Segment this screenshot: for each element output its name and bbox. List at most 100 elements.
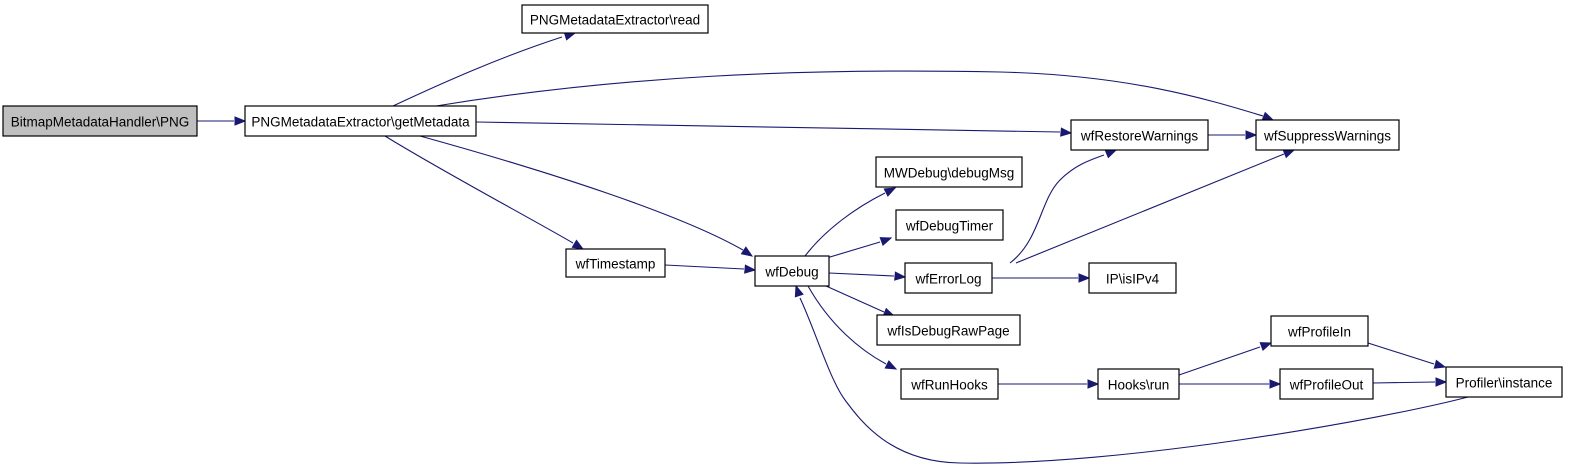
node-getmeta[interactable]: PNGMetadataExtractor\getMetadata <box>244 105 477 137</box>
edge-line <box>475 121 1061 133</box>
node-box[interactable] <box>2 105 198 137</box>
edge-line <box>419 135 744 251</box>
node-isipv4[interactable]: IP\isIPv4 <box>1088 262 1177 294</box>
arrowhead-icon <box>1087 379 1100 389</box>
edge-errorlog-to-isipv4 <box>992 273 1091 283</box>
arrowhead-icon <box>883 187 897 197</box>
edge-errorlog-to-suppress <box>1015 149 1296 264</box>
edge-timestamp-to-debug <box>664 264 757 274</box>
arrowhead-icon <box>1060 127 1073 137</box>
edge-profiler-to-debug <box>794 284 1469 464</box>
node-label: Profiler\instance <box>1456 376 1553 391</box>
edge-line <box>799 297 1469 464</box>
node-box[interactable] <box>1270 315 1369 347</box>
node-label: wfIsDebugRawPage <box>886 324 1009 339</box>
edge-debug-to-runhooks <box>807 285 898 370</box>
edge-getmeta-to-restore <box>475 121 1073 137</box>
call-graph-nodes: BitmapMetadataHandler\PNG PNGMetadataExtr… <box>2 4 1563 400</box>
node-debug[interactable]: wfDebug <box>754 255 830 287</box>
arrowhead-icon <box>1245 130 1258 140</box>
node-timestamp[interactable]: wfTimestamp <box>565 248 666 278</box>
arrowhead-icon <box>234 116 247 126</box>
node-box[interactable] <box>904 262 993 294</box>
node-root[interactable]: BitmapMetadataHandler\PNG <box>2 105 198 137</box>
edge-getmeta-to-suppress <box>435 70 1275 121</box>
edge-line <box>828 272 895 277</box>
arrowhead-icon <box>1104 149 1118 159</box>
node-box[interactable] <box>1097 368 1180 400</box>
edge-line <box>804 192 886 257</box>
node-box[interactable] <box>1070 119 1209 151</box>
node-read[interactable]: PNGMetadataExtractor\read <box>521 4 709 34</box>
arrowhead-icon <box>744 264 757 274</box>
arrowhead-icon <box>1261 111 1275 121</box>
node-box[interactable] <box>1279 368 1374 400</box>
arrowhead-icon <box>884 360 898 370</box>
node-restore[interactable]: wfRestoreWarnings <box>1070 119 1209 151</box>
node-label: IP\isIPv4 <box>1106 272 1160 287</box>
edge-profilein-to-profiler <box>1367 342 1447 369</box>
arrowhead-icon <box>1269 379 1282 389</box>
node-label: PNGMetadataExtractor\getMetadata <box>251 115 470 130</box>
node-label: PNGMetadataExtractor\read <box>530 13 700 28</box>
node-label: wfProfileIn <box>1287 325 1351 340</box>
edge-line <box>664 264 745 270</box>
node-label: wfDebug <box>764 265 818 280</box>
edge-debug-to-debugtimer <box>819 237 893 261</box>
edge-debug-to-debugmsg <box>804 187 897 257</box>
call-graph-edges <box>197 31 1469 464</box>
node-box[interactable] <box>875 156 1023 188</box>
arrowhead-icon <box>894 271 907 281</box>
edge-root-to-getmeta <box>197 116 247 126</box>
node-label: wfRestoreWarnings <box>1080 129 1199 144</box>
node-box[interactable] <box>521 4 709 34</box>
arrowhead-icon <box>1433 359 1447 369</box>
edge-line <box>1372 381 1436 384</box>
edge-line <box>435 70 1264 117</box>
node-suppress[interactable]: wfSuppressWarnings <box>1255 119 1400 151</box>
node-label: Hooks\run <box>1108 378 1170 393</box>
node-isdebugraw[interactable]: wfIsDebugRawPage <box>876 314 1021 346</box>
node-label: MWDebug\debugMsg <box>884 166 1015 181</box>
node-errorlog[interactable]: wfErrorLog <box>904 262 993 294</box>
node-label: BitmapMetadataHandler\PNG <box>11 115 190 130</box>
node-label: wfErrorLog <box>914 272 981 287</box>
arrowhead-icon <box>740 246 754 257</box>
node-box[interactable] <box>754 255 830 287</box>
node-box[interactable] <box>895 209 1004 241</box>
node-box[interactable] <box>876 314 1021 346</box>
node-box[interactable] <box>565 248 666 278</box>
arrowhead-icon <box>1435 377 1448 387</box>
edge-debug-to-isdebugraw <box>825 285 896 317</box>
arrowhead-icon <box>1259 342 1273 352</box>
node-debugtimer[interactable]: wfDebugTimer <box>895 209 1004 241</box>
node-label: wfTimestamp <box>575 257 656 272</box>
node-box[interactable] <box>244 105 477 137</box>
node-box[interactable] <box>1445 366 1563 398</box>
edge-runhooks-to-hooksrun <box>998 379 1100 389</box>
node-box[interactable] <box>900 368 999 400</box>
node-profiler[interactable]: Profiler\instance <box>1445 366 1563 398</box>
edge-debug-to-errorlog <box>828 271 907 281</box>
arrowhead-icon <box>794 284 804 298</box>
node-profileout[interactable]: wfProfileOut <box>1279 368 1374 400</box>
arrowhead-icon <box>1078 273 1091 283</box>
edge-line <box>1009 154 1105 264</box>
edge-profileout-to-profiler <box>1372 377 1448 387</box>
edge-line <box>392 36 563 107</box>
edge-line <box>1367 342 1435 365</box>
edge-getmeta-to-debug <box>419 135 754 257</box>
node-debugmsg[interactable]: MWDebug\debugMsg <box>875 156 1023 188</box>
node-profilein[interactable]: wfProfileIn <box>1270 315 1369 347</box>
node-runhooks[interactable]: wfRunHooks <box>900 368 999 400</box>
node-hooksrun[interactable]: Hooks\run <box>1097 368 1180 400</box>
node-box[interactable] <box>1255 119 1400 151</box>
node-box[interactable] <box>1088 262 1177 294</box>
edge-restore-to-suppress <box>1208 130 1258 140</box>
arrowhead-icon <box>879 237 893 247</box>
edge-line <box>384 135 574 244</box>
node-label: wfDebugTimer <box>905 219 994 234</box>
edge-hooksrun-to-profileout <box>1179 379 1282 389</box>
edge-getmeta-to-timestamp <box>384 135 585 250</box>
